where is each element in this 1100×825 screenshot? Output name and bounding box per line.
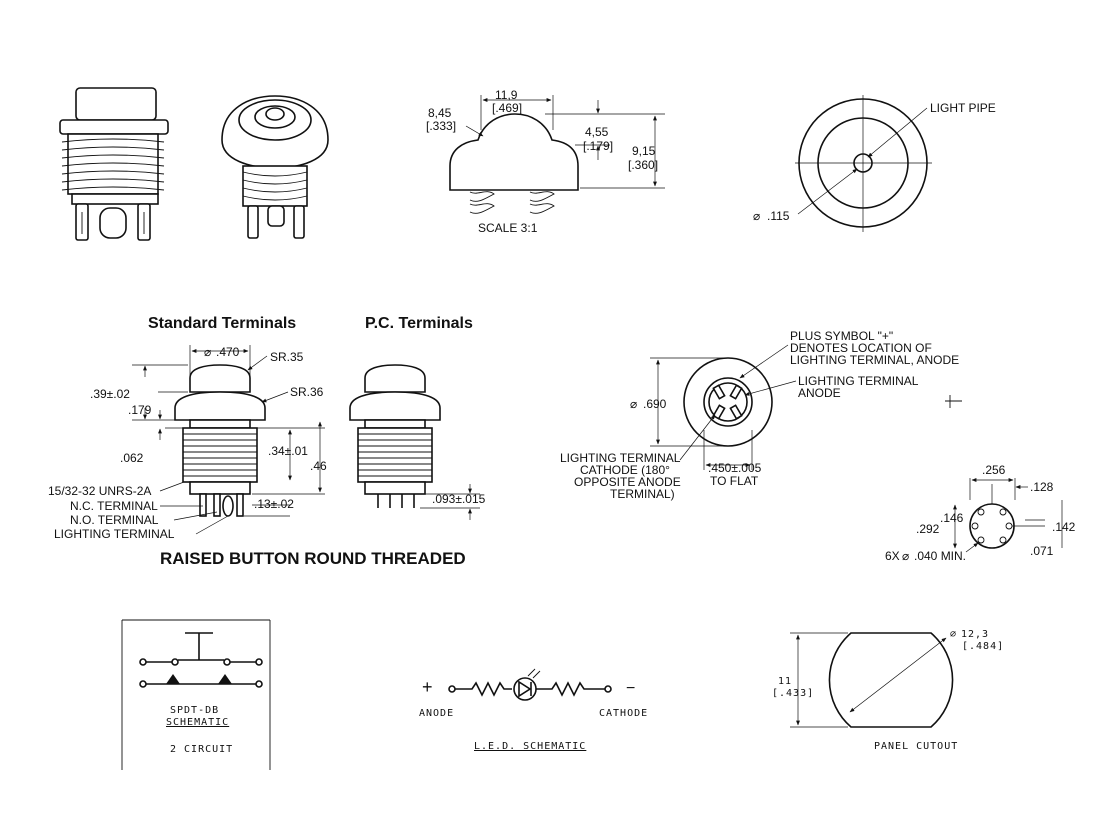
- cutout-dia: 12,3: [961, 629, 989, 640]
- dim-071: .071: [1030, 544, 1054, 558]
- diameter-symbol-3: ⌀: [630, 397, 637, 411]
- cutout-flat-in: [.433]: [772, 688, 814, 699]
- cutout-dia-in: [.484]: [962, 641, 1004, 652]
- scale-label: SCALE 3:1: [478, 221, 538, 235]
- lighting-terminal-label: LIGHTING TERMINAL: [54, 527, 175, 541]
- no-terminal-label: N.O. TERMINAL: [70, 513, 159, 527]
- diameter-symbol-1: ⌀: [753, 209, 760, 223]
- spdt-label-2: SCHEMATIC: [166, 717, 229, 728]
- dim-46: .46: [310, 459, 327, 473]
- dim-sr36: SR.36: [290, 385, 324, 399]
- dim-450: .450±.005: [708, 461, 762, 475]
- panel-cutout: 11 [.433] ⌀ 12,3 [.484] PANEL CUTOUT: [772, 629, 1004, 752]
- cathode-label-3: OPPOSITE ANODE: [574, 475, 681, 489]
- cap-dimension-view: 11,9 [.469] 8,45 [.333] 4,55 [.179] 9,15…: [426, 88, 665, 235]
- standard-terminals-view: ⌀ .470 SR.35 SR.36 .39±.02 .179 .062 .34…: [48, 345, 327, 541]
- plus-note-2: DENOTES LOCATION OF: [790, 341, 932, 355]
- cutout-title: PANEL CUTOUT: [874, 741, 958, 752]
- diameter-symbol-5: ⌀: [950, 629, 957, 640]
- dim-34: .34±.01: [268, 444, 308, 458]
- diameter-symbol-2: ⌀: [204, 345, 211, 359]
- dim-height: 9,15: [632, 144, 656, 158]
- light-pipe-top-view: LIGHT PIPE ⌀ .115: [753, 95, 996, 232]
- anode-label-2: ANODE: [798, 386, 841, 400]
- dim-128: .128: [1030, 480, 1054, 494]
- standard-terminals-title: Standard Terminals: [148, 315, 296, 332]
- dim-146: .146: [940, 511, 964, 525]
- dim-292: .292: [916, 522, 940, 536]
- spdt-label-1: SPDT-DB: [170, 705, 219, 716]
- cathode-label-1: LIGHTING TERMINAL: [560, 451, 681, 465]
- dim-062: .062: [120, 451, 144, 465]
- light-pipe-diameter: .115: [767, 209, 790, 223]
- dim-256: .256: [982, 463, 1006, 477]
- light-pipe-label: LIGHT PIPE: [930, 101, 996, 115]
- dim-width-in: [.469]: [492, 101, 522, 115]
- led-anode-label: ANODE: [419, 708, 454, 719]
- spdt-schematic: SPDT-DB SCHEMATIC 2 CIRCUIT: [121, 619, 271, 770]
- pc-terminals-title: P.C. Terminals: [365, 315, 473, 332]
- dim-cap-in: [.179]: [583, 139, 613, 153]
- holes-count: 6X: [885, 549, 900, 563]
- dim-width: 11,9: [495, 88, 518, 102]
- diameter-symbol-4: ⌀: [902, 549, 909, 563]
- dim-142: .142: [1052, 520, 1076, 534]
- dim-690: .690: [643, 397, 667, 411]
- dim-093: .093±.015: [432, 492, 486, 506]
- dim-radius: 8,45: [428, 106, 452, 120]
- plus-sign: +: [422, 677, 433, 697]
- dim-radius-in: [.333]: [426, 119, 456, 133]
- dim-sr35: SR.35: [270, 350, 304, 364]
- pc-terminals-view: .093±.015: [349, 364, 486, 520]
- switch-perspective-view: [221, 95, 329, 239]
- dim-13: .13±.02: [254, 497, 294, 511]
- dim-179: .179: [128, 403, 152, 417]
- thread-label: 15/32-32 UNRS-2A: [48, 484, 151, 498]
- nc-terminal-label: N.C. TERMINAL: [70, 499, 158, 513]
- switch-bottom-view: ⌀ .690 .450±.005 TO FLAT PLUS SYMBOL "+"…: [560, 329, 962, 501]
- pcb-layout: .256 .128 .146 .292 .142 .071 6X ⌀ .040 …: [885, 463, 1076, 563]
- cathode-label-4: TERMINAL): [610, 487, 675, 501]
- led-schematic: + − ANODE CATHODE L.E.D. SCHEMATIC: [419, 668, 648, 752]
- plus-note-3: LIGHTING TERMINAL, ANODE: [790, 353, 959, 367]
- dim-to-flat: TO FLAT: [710, 474, 759, 488]
- cutout-flat: 11: [778, 676, 792, 687]
- main-title: RAISED BUTTON ROUND THREADED: [160, 549, 466, 568]
- circuit-label: 2 CIRCUIT: [170, 744, 233, 755]
- led-cathode-label: CATHODE: [599, 708, 648, 719]
- dim-cap: 4,55: [585, 125, 609, 139]
- cathode-label-2: CATHODE (180°: [580, 463, 670, 477]
- dim-39: .39±.02: [90, 387, 130, 401]
- led-title: L.E.D. SCHEMATIC: [474, 741, 586, 752]
- switch-side-view: [59, 87, 169, 241]
- holes-diameter: .040 MIN.: [914, 549, 966, 563]
- dim-height-in: [.360]: [628, 158, 658, 172]
- dim-470: .470: [216, 345, 240, 359]
- anode-label-1: LIGHTING TERMINAL: [798, 374, 919, 388]
- minus-sign: −: [626, 680, 635, 697]
- plus-note-1: PLUS SYMBOL "+": [790, 329, 893, 343]
